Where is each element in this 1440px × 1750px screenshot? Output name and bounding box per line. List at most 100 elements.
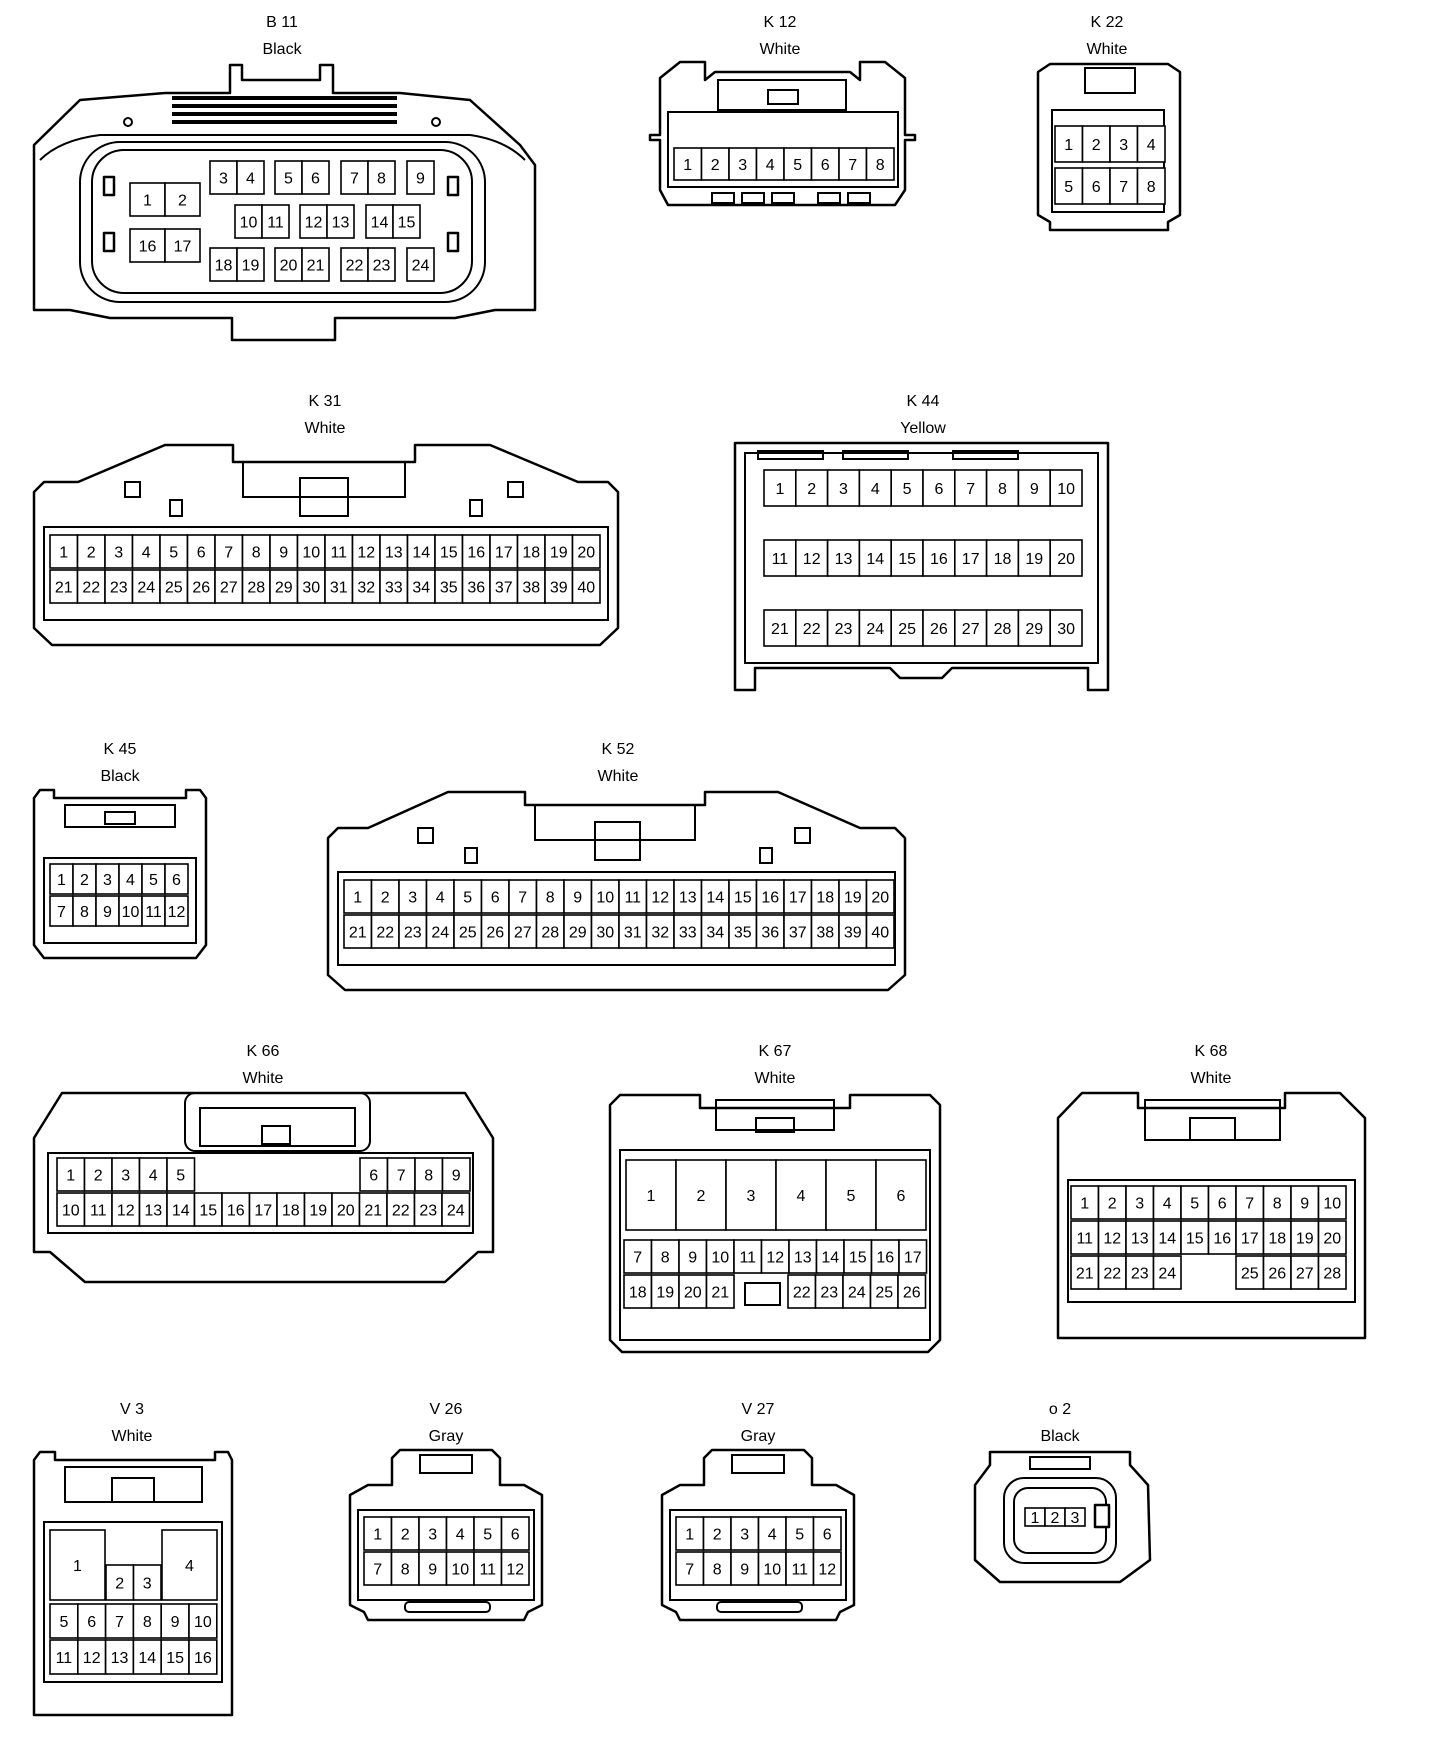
pin-number: 11 (330, 545, 347, 562)
pin-number: 16 (930, 551, 948, 568)
pin-box (414, 1157, 444, 1192)
pin-box (953, 469, 988, 507)
pin-number: 1 (685, 1527, 694, 1544)
pin-cell: 24 (842, 1274, 872, 1309)
pin-box (358, 1192, 388, 1227)
pin-cell: 11 (733, 1239, 763, 1274)
pin-cell: 18 (985, 539, 1020, 577)
pin-number: 3 (738, 157, 747, 174)
pin-number: 24 (137, 580, 155, 597)
pin-box (673, 914, 703, 949)
key (469, 499, 483, 517)
pin-cell: 2 (1044, 1507, 1066, 1527)
pin-cell: 7 (1109, 167, 1139, 205)
pin-box (985, 469, 1020, 507)
pin-number: 3 (143, 1576, 152, 1593)
pin-number: 10 (451, 1562, 469, 1579)
pin-cell: 8 (367, 160, 396, 195)
pin-number: 25 (459, 925, 477, 942)
pin-number: 6 (821, 157, 830, 174)
pin-box (500, 1516, 530, 1551)
pin-box (785, 1516, 815, 1551)
pin-cell: 16 (461, 534, 491, 569)
pin-cell: 16 (1207, 1220, 1237, 1255)
pin-cell: 33 (379, 569, 409, 604)
pin-cell: 2 (83, 1157, 113, 1192)
key (464, 847, 478, 864)
pin-number: 5 (847, 1188, 856, 1205)
pin-cell: 5 (785, 1516, 815, 1551)
pin-number: 23 (1131, 1266, 1149, 1283)
key (842, 450, 909, 460)
pin-cell: 13 (1125, 1220, 1155, 1255)
pin-number: 8 (546, 890, 555, 907)
pin-cell: 4 (161, 1529, 218, 1601)
pin-box (473, 1551, 503, 1586)
pin-number: 21 (1076, 1266, 1094, 1283)
pin-cell: 5 (825, 1159, 877, 1231)
pin-cell: 8 (702, 1551, 732, 1586)
connector-color: Black (1040, 1428, 1080, 1445)
pin-number: 14 (412, 545, 430, 562)
pin-number: 10 (62, 1203, 80, 1220)
pin-cell: 5 (473, 1516, 503, 1551)
pin-number: 10 (1323, 1196, 1341, 1213)
pin-number: 10 (596, 890, 614, 907)
pin-box (516, 569, 546, 604)
pin-cell: 25 (159, 569, 189, 604)
pin-box (678, 1239, 708, 1274)
pin-box (673, 147, 703, 181)
pin-cell: 3 (728, 147, 758, 181)
pin-box (1049, 539, 1083, 577)
pin-box (274, 160, 303, 195)
pin-box (386, 1192, 416, 1227)
pin-cell: 12 (111, 1192, 141, 1227)
pin-number: 32 (651, 925, 669, 942)
pin-number: 28 (247, 580, 265, 597)
pin-cell: 8 (241, 534, 271, 569)
pin-number: 7 (966, 481, 975, 498)
pin-cell: 12 (645, 879, 675, 914)
pin-cell: 4 (757, 1516, 787, 1551)
pin-cell: 2 (105, 1564, 135, 1601)
pin-box (755, 879, 785, 914)
pin-box (132, 1564, 162, 1601)
pin-box (842, 1274, 872, 1309)
pin-number: 4 (149, 1168, 158, 1185)
key (744, 1282, 781, 1306)
pin-number: 9 (573, 890, 582, 907)
pin-box (865, 147, 895, 181)
pin-cell: 10 (590, 879, 620, 914)
pin-box (269, 569, 299, 604)
terminal-window (43, 526, 609, 621)
pin-box (49, 569, 79, 604)
pin-cell: 24 (858, 609, 893, 647)
connector-id: V 27 (742, 1401, 775, 1418)
key (771, 192, 795, 204)
pin-cell: 9 (160, 1603, 190, 1639)
pin-box (406, 160, 435, 195)
pin-cell: 9 (441, 1157, 471, 1192)
pin-number: 7 (633, 1250, 642, 1267)
pin-cell: 1 (1070, 1185, 1100, 1220)
pin-cell: 20 (274, 247, 303, 282)
pin-box (1262, 1255, 1292, 1290)
pin-number: 3 (408, 890, 417, 907)
pin-box (890, 469, 924, 507)
pin-cell: 6 (875, 1159, 927, 1231)
pin-cell: 22 (370, 914, 400, 949)
pin-cell: 9 (406, 160, 435, 195)
pin-number: 19 (1296, 1231, 1314, 1248)
pin-cell: 20 (1049, 539, 1083, 577)
pin-number: 13 (794, 1250, 812, 1267)
pin-cell: 19 (544, 534, 574, 569)
